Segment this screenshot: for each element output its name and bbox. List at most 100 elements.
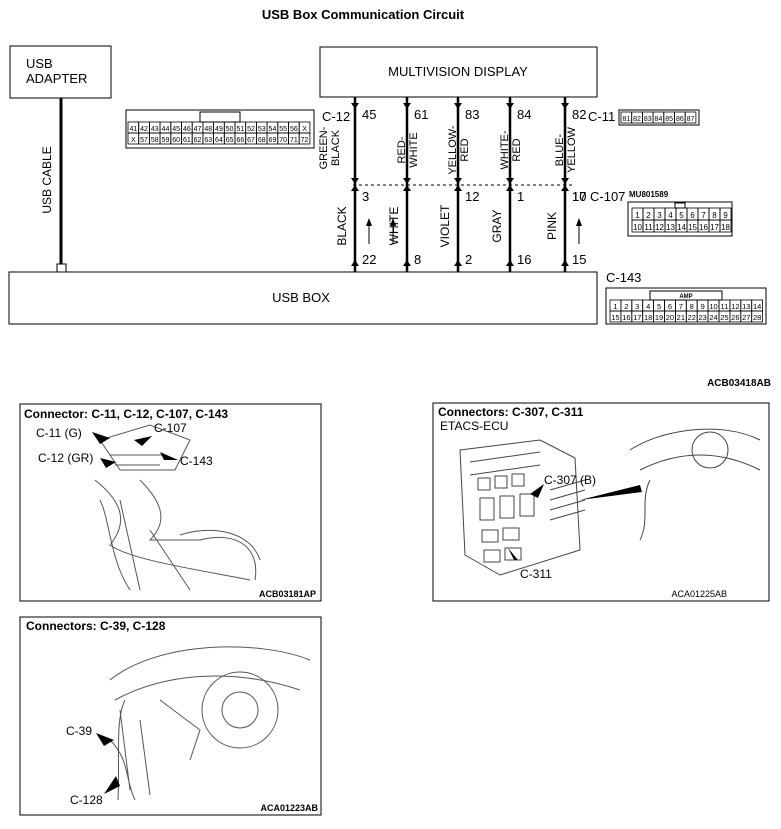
c12-pin: 56 (290, 126, 298, 133)
wire-bottom-pin-2: 2 (465, 252, 472, 267)
wire-extra-mid-pin: 17 (572, 189, 586, 204)
etacs-ecu-illustration (459, 428, 761, 576)
c11-pin: 86 (676, 116, 684, 123)
wire-top-pin-2: 83 (465, 107, 479, 122)
c107-pin: 7 (701, 211, 706, 220)
c12-pin: 42 (140, 126, 148, 133)
panel3-frame (19, 616, 322, 816)
c12-outline (125, 109, 315, 149)
c12-pin: 53 (258, 126, 266, 133)
c107-label: C-107 (590, 189, 625, 204)
c12-pin: 63 (204, 137, 212, 144)
wire-group: 45322GREEN-BLACKBLACK618RED-WHITEWHITE83… (318, 97, 586, 272)
multivision-display-label: MULTIVISION DISPLAY (388, 64, 528, 79)
wire-bottom-pin-3: 16 (517, 252, 531, 267)
panel1-illustration (94, 424, 261, 591)
c107-latch (674, 202, 686, 209)
panel1-frame (19, 403, 322, 602)
wire-upper-color-0-1: BLACK (330, 129, 342, 166)
c12-pin: 71 (290, 137, 298, 144)
wire-upper-color-2-1: RED (459, 138, 471, 161)
panel2-frame (432, 402, 770, 602)
wire-top-pin-4: 82 (572, 107, 586, 122)
wire-mid-pin-3: 1 (517, 189, 524, 204)
c143-pin: 20 (666, 313, 674, 322)
c12-pin: X (302, 126, 307, 133)
c143-pin: 9 (701, 302, 705, 311)
c11-cell (684, 111, 697, 124)
wire-mid-arrow-upper-1 (403, 178, 411, 184)
c143-pin: 27 (742, 313, 750, 322)
wire-mid-pin-4: 10 (572, 189, 586, 204)
c12-pin: 41 (129, 126, 137, 133)
c143-pin: 8 (690, 302, 694, 311)
wire-mid-arrow-lower-3 (506, 185, 514, 191)
c12-pin: 46 (183, 126, 191, 133)
c143-pin: 17 (633, 313, 641, 322)
panel1-label-c143: C-143 (180, 454, 213, 468)
panel3-label-c128: C-128 (70, 793, 103, 807)
wire-upper-color-4-1: YELLOW (566, 126, 578, 172)
panel2-title: Connectors: C-307, C-311 (438, 405, 584, 419)
c12-pin: 59 (162, 137, 170, 144)
wire-bottom-arrow-2 (454, 260, 462, 266)
c12-latch (199, 111, 241, 123)
wire-lower-color-4: PINK (545, 212, 559, 240)
c11-pin: 81 (622, 116, 630, 123)
c143-pin: 6 (668, 302, 672, 311)
c143-pin: 12 (731, 302, 739, 311)
signal-arrow-head-4 (576, 218, 582, 226)
c143-pin: 3 (635, 302, 639, 311)
panel1-label-c107: C-107 (154, 421, 187, 435)
c143-pin: 15 (611, 313, 619, 322)
wire-top-arrow-3 (506, 103, 514, 109)
usb-box (8, 271, 598, 325)
c143-pin: 25 (720, 313, 728, 322)
c12-pin: 72 (301, 137, 309, 144)
c12-pin: 49 (215, 126, 223, 133)
wire-upper-color-3-1: RED (511, 138, 523, 161)
c107-pin: 11 (644, 223, 653, 232)
c11-pin: 85 (665, 116, 673, 123)
c107-pin: 8 (712, 211, 717, 220)
wire-top-arrow-1 (403, 103, 411, 109)
wire-upper-color-4-0: BLUE- (554, 133, 566, 166)
c107-pin: 2 (646, 211, 651, 220)
panel2-code: ACA01225AB (671, 589, 727, 599)
panel1-arrows (92, 432, 178, 468)
wire-mid-arrow-lower-0 (351, 185, 359, 191)
wire-top-pin-3: 84 (517, 107, 531, 122)
wire-mid-pin-0: 3 (362, 189, 369, 204)
c143-pin: 19 (655, 313, 663, 322)
wire-bottom-arrow-1 (403, 260, 411, 266)
c11-pin: 82 (633, 116, 641, 123)
c11-pin: 84 (655, 116, 663, 123)
c143-pin: 22 (688, 313, 696, 322)
diagram-code: ACB03418AB (707, 378, 771, 389)
c12-label: C-12 (322, 109, 350, 124)
usb-box-label: USB BOX (272, 290, 330, 305)
c143-pin: 5 (657, 302, 661, 311)
wire-bottom-arrow-4 (561, 260, 569, 266)
c143-pin: 7 (679, 302, 683, 311)
c12-pin: 64 (215, 137, 223, 144)
c143-pin: 4 (646, 302, 650, 311)
c143-pin: 16 (622, 313, 630, 322)
panel1-title: Connector: C-11, C-12, C-107, C-143 (24, 407, 228, 421)
panel1-label-c12: C-12 (GR) (38, 451, 93, 465)
panel3-title: Connectors: C-39, C-128 (26, 619, 166, 633)
c143-pin: 1 (613, 302, 617, 311)
c143-pin: 2 (624, 302, 628, 311)
wire-upper-color-0-0: GREEN- (318, 126, 330, 169)
c107-outline (627, 201, 733, 237)
c107-pin: 14 (677, 223, 686, 232)
c107-pin: 1 (635, 211, 640, 220)
c143-amp-area (649, 290, 723, 301)
wire-mid-pin-2: 12 (465, 189, 479, 204)
c107-cell (719, 219, 732, 233)
wire-mid-arrow-upper-2 (454, 178, 462, 184)
diagram-title: USB Box Communication Circuit (262, 7, 465, 22)
